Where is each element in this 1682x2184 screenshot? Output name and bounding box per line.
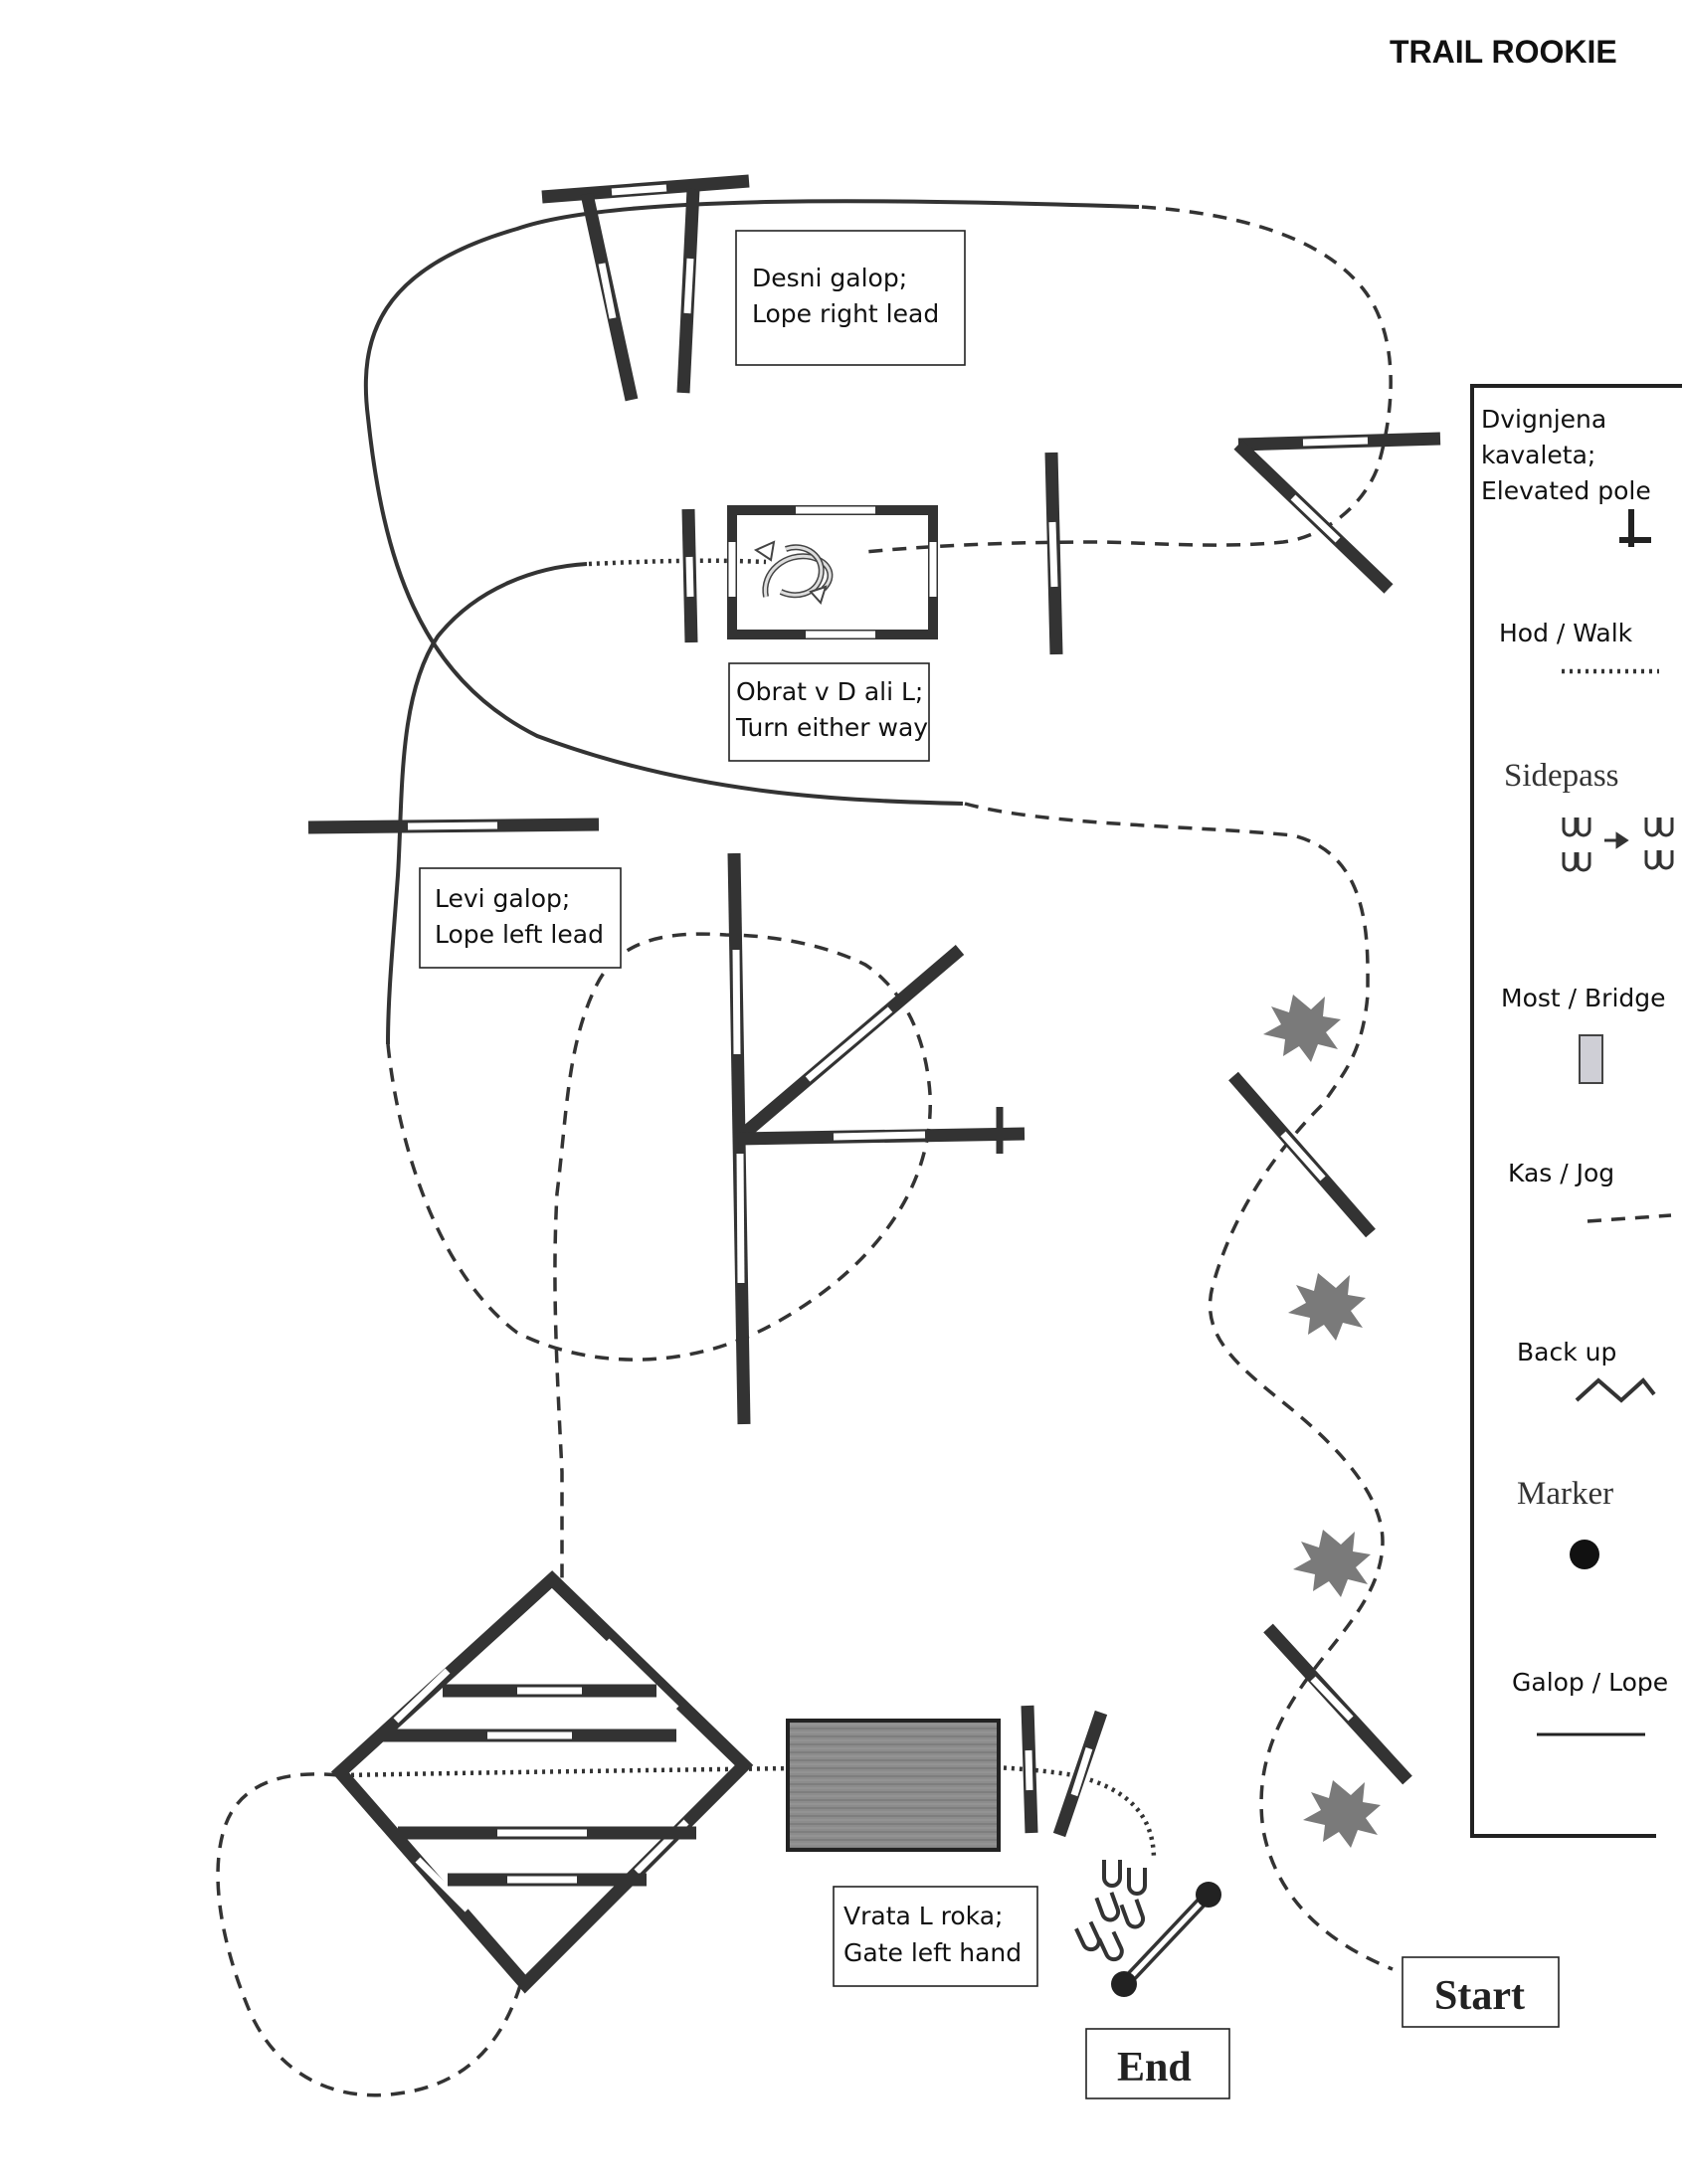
label-end: End: [1085, 2028, 1230, 2099]
bush-icon: [1303, 1780, 1381, 1848]
legend-sidepass: Sidepass: [1504, 758, 1619, 794]
label-start: Start: [1402, 1956, 1560, 2028]
diamond-obstacle: [330, 1570, 754, 1994]
legend-jog-line: [1587, 1213, 1672, 1223]
label-turn: Obrat v D ali L; Turn either way: [728, 662, 930, 762]
bush-icon: [1263, 995, 1341, 1062]
legend-elevated-2: kavaleta;: [1481, 441, 1595, 469]
svg-text:Levi galop;: Levi galop;: [435, 884, 570, 913]
bushes: [1263, 995, 1381, 1848]
jog-path-circle: [386, 932, 932, 1581]
legend-marker: Marker: [1517, 1476, 1613, 1512]
elevated-pole-top-right: [1233, 432, 1441, 594]
lope-path-left-lead: [386, 562, 588, 1045]
bridge-poles: [1021, 1705, 1108, 1838]
legend-back-up: Back up: [1517, 1338, 1616, 1366]
turn-arrows-icon: [753, 540, 834, 605]
jog-path-top-right: [864, 205, 1393, 554]
bridge: [786, 1719, 1001, 1852]
svg-text:Vrata L roka;: Vrata L roka;: [843, 1902, 1003, 1930]
legend-bridge: Most / Bridge: [1501, 984, 1666, 1012]
svg-text:Gate left hand: Gate left hand: [843, 1938, 1022, 1967]
gate[interactable]: [1111, 1882, 1221, 1997]
walk-path-bridge: [342, 1763, 1157, 1861]
legend-lope: Galop / Lope: [1512, 1668, 1668, 1697]
legend-jog: Kas / Jog: [1508, 1159, 1614, 1187]
label-right-lead: Desni galop; Lope right lead: [735, 230, 966, 366]
bush-icon: [1288, 1273, 1366, 1341]
pole-left-lead: [307, 818, 600, 834]
back-up-zigzag-icon: [1575, 1377, 1656, 1403]
svg-text:Obrat v D ali L;: Obrat v D ali L;: [736, 677, 923, 706]
jog-path-serpentine: [964, 802, 1394, 1971]
legend-bridge-icon: [1579, 1034, 1603, 1084]
sidepass-legend-icon: [1562, 818, 1674, 872]
marker-dot-icon: [1570, 1540, 1599, 1569]
star-poles: [727, 852, 1026, 1425]
label-left-lead: Levi galop; Lope left lead: [419, 867, 622, 969]
right-poles: [1228, 1071, 1412, 1785]
sidepass-hooves-icon: [1074, 1860, 1147, 1962]
page-title: TRAIL ROOKIE: [1390, 34, 1617, 70]
turn-box: [681, 452, 1063, 655]
jog-path-bottom-left-loop: [216, 1772, 524, 2097]
bush-icon: [1293, 1530, 1371, 1597]
lope-path-right-lead: [363, 199, 1140, 806]
svg-text:Turn either way: Turn either way: [735, 713, 928, 742]
elevated-pole-icon: [1619, 509, 1651, 547]
legend-elevated-3: Elevated pole: [1481, 476, 1651, 505]
svg-text:Lope left lead: Lope left lead: [435, 920, 604, 949]
course-paths: [216, 199, 1394, 2097]
lope-over-poles-top: [541, 174, 750, 402]
legend-elevated-1: Dvignjena: [1481, 405, 1606, 434]
svg-text:Lope right lead: Lope right lead: [752, 299, 939, 328]
legend-walk: Hod / Walk: [1499, 619, 1633, 647]
legend: Dvignjena kavaleta; Elevated pole Hod / …: [1470, 384, 1682, 1838]
label-gate: Vrata L roka; Gate left hand: [833, 1886, 1038, 1987]
svg-text:Desni galop;: Desni galop;: [752, 264, 907, 292]
walk-path-into-box: [588, 558, 767, 567]
svg-text:End: End: [1117, 2045, 1192, 2091]
svg-text:Start: Start: [1434, 1973, 1525, 2019]
